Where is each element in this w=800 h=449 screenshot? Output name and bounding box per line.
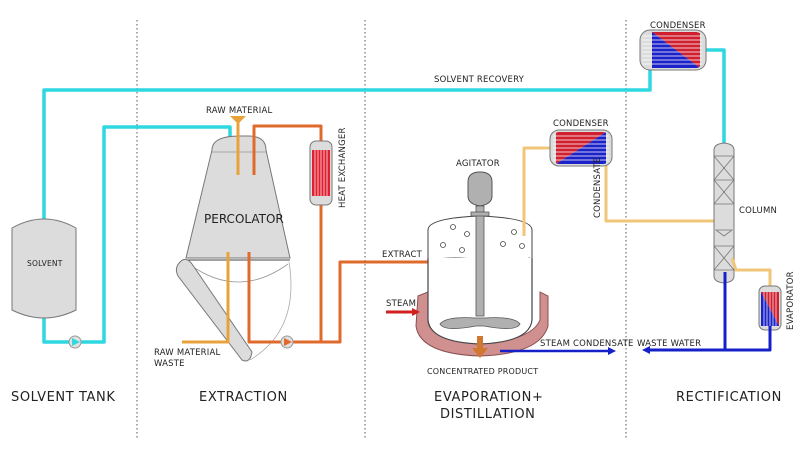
waste-water-line: [648, 272, 772, 352]
steam-label: STEAM: [386, 299, 416, 309]
vapor-line: [522, 146, 556, 236]
heat-exchanger-label: HEAT EXCHANGER: [338, 127, 348, 208]
condenser-evaporation-label: CONDENSER: [553, 119, 609, 129]
condenser-rectification-label: CONDENSER: [650, 21, 706, 31]
waste-water-arrow-icon: [642, 346, 650, 354]
agitator-label: AGITATOR: [456, 159, 500, 169]
evaporator-label: EVAPORATOR: [786, 271, 796, 330]
agitator: [439, 171, 521, 329]
condensate-label: CONDENSATE: [593, 157, 603, 218]
percolator-label: PERCOLATOR: [204, 212, 284, 226]
distillation-column: [713, 142, 735, 284]
column-label: COLUMN: [739, 206, 777, 216]
solvent-recovery-label: SOLVENT RECOVERY: [434, 75, 525, 85]
solvent-tank: [11, 218, 77, 319]
raw-material-label: RAW MATERIAL: [206, 106, 272, 116]
section-title-evaporation-2: DISTILLATION: [440, 407, 535, 422]
solvent-recovery-line: [42, 48, 726, 344]
steam-condensate-arrow-icon: [608, 347, 616, 355]
product-outlet: [477, 336, 483, 350]
raw-material-waste-line: [182, 252, 230, 344]
solvent-label: SOLVENT: [27, 259, 63, 268]
concentrated-product-label: CONCENTRATED PRODUCT: [427, 367, 538, 376]
steam-condensate-label: STEAM CONDENSATE: [540, 339, 634, 349]
section-title-solvent-tank: SOLVENT TANK: [11, 390, 115, 405]
waste-water-label: WASTE WATER: [637, 339, 701, 349]
evaporator: [758, 285, 782, 331]
raw-material-funnel-icon: [230, 116, 246, 124]
section-title-rectification: RECTIFICATION: [676, 390, 782, 405]
condenser-rectification: [639, 29, 707, 71]
section-title-evaporation-1: EVAPORATION+: [434, 390, 543, 405]
condensate-line: [604, 166, 722, 232]
extract-label: EXTRACT: [382, 250, 423, 260]
extract-recirculation-line: [247, 124, 430, 344]
raw-material-waste-label-1: RAW MATERIAL: [154, 348, 220, 358]
extract-pump-icon: [280, 335, 294, 349]
section-title-extraction: EXTRACTION: [199, 390, 288, 405]
heat-exchanger: [309, 140, 333, 206]
steam-arrow-icon: [412, 308, 420, 316]
reboiler-vapor-line: [730, 257, 772, 288]
product-arrow-icon: [472, 348, 488, 358]
condenser-evaporation: [549, 129, 613, 167]
raw-material-waste-label-2: WASTE: [154, 359, 185, 369]
solvent-pump-icon: [68, 335, 82, 349]
percolator: [175, 135, 292, 362]
